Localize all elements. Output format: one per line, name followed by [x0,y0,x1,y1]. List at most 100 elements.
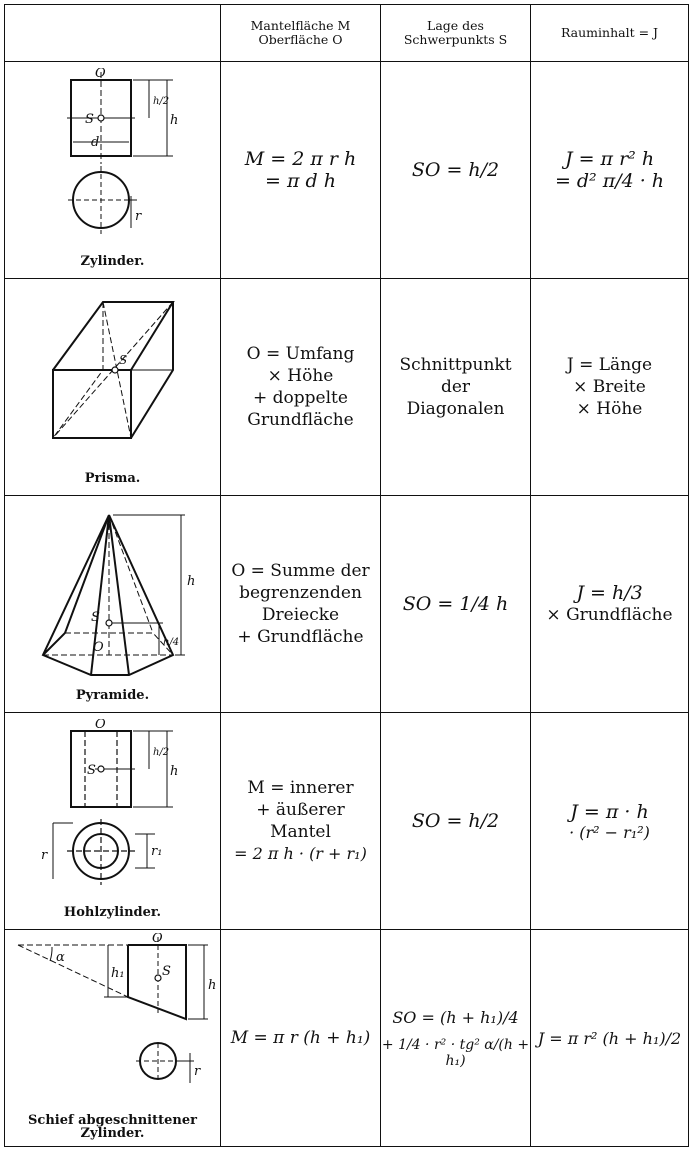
truncated-cylinder-diagram: O S α h₁ h r [17,933,216,1083]
formula-line: · (r² − r₁²) [569,822,650,842]
pyramid-figure-cell: S O h/4 h Pyramide. [4,495,221,713]
prism-diagram: S [51,301,175,439]
label-r: r [135,209,142,224]
header-area-line1: Mantelfläche M [250,18,351,33]
figure-name: Prisma. [84,471,141,486]
formula-line: J = π r² h [564,148,655,170]
volume-cell: J = Länge × Breite × Höhe [530,278,689,496]
text-line: + doppelte [253,388,348,408]
text-line: + Grundfläche [237,627,364,647]
formula-line: J = π r² (h + h₁)/2 [537,1028,682,1048]
figure-name: Hohlzylinder. [63,905,162,920]
label-r: r [194,1064,201,1079]
figure-name: Zylinder. [80,254,145,269]
label-O: O [95,719,106,732]
volume-cell: J = π · h · (r² − r₁²) [530,712,689,930]
text-line: O = Umfang [246,344,355,364]
figure-name: Schief abgeschnittener Zylinder. [5,1114,220,1140]
prism-figure-cell: S Prisma. [4,278,221,496]
text-line: Grundfläche [247,410,354,430]
header-centroid-line1: Lage des [427,18,484,33]
label-S: S [119,353,127,367]
text-line: der [440,377,471,397]
label-h: h [170,113,178,128]
label-h: h [208,978,216,993]
label-S: S [87,763,96,778]
header-empty [4,4,221,62]
figure-name: Pyramide. [75,688,150,703]
text-line: Dreiecke [261,605,340,625]
formula-line: J = π · h [570,800,649,823]
cylinder-diagram: O S d h/2 h r [66,68,178,234]
text-line: J = Länge [566,355,653,375]
label-S: S [85,112,94,127]
formula-line: SO = (h + h₁)/4 [392,1007,519,1027]
label-h-half: h/2 [153,96,169,107]
label-h: h [170,764,178,779]
formula-line: M = 2 π r h [244,148,357,170]
label-h-quarter: h/4 [163,637,179,648]
formula-line: = 2 π h · (r + r₁) [234,844,367,863]
centroid-cell: SO = (h + h₁)/4 + 1/4 · r² · tg² α/(h + … [380,929,531,1147]
figure-name-line1: Schief abgeschnittener [28,1113,197,1128]
area-cell: M = innerer + äußerer Mantel = 2 π h · (… [220,712,381,930]
figure-name-line2: Zylinder. [80,1126,145,1141]
label-O: O [95,68,106,81]
label-S: S [91,610,100,625]
hollow-cylinder-figure-cell: O S h/2 h r r₁ Hohlzylinder. [4,712,221,930]
formula-line: SO = 1/4 h [402,593,509,615]
table-row: O S α h₁ h r Schief abgeschnittener Zyli… [4,929,689,1147]
text-line: × Grundfläche [546,605,673,625]
text-line: Schnittpunkt [399,355,512,375]
label-S: S [162,964,171,979]
formula-line: = d² π/4 · h [554,170,665,192]
volume-cell: J = π r² (h + h₁)/2 [530,929,689,1147]
text-line: + äußerer [256,800,345,820]
volume-cell: J = h/3 × Grundfläche [530,495,689,713]
label-alpha: α [56,950,65,965]
table-row: O S h/2 h r r₁ Hohlzylinder. M = innerer… [4,712,689,930]
text-line: O = Summe der [231,561,370,581]
table-row: S O h/4 h Pyramide. O = Summe der begren… [4,495,689,713]
area-cell: M = π r (h + h₁) [220,929,381,1147]
formula-line: + 1/4 · r² · tg² α/(h + h₁) [381,1036,530,1069]
hollow-cylinder-diagram: O S h/2 h r r₁ [41,719,178,885]
label-O: O [93,640,104,655]
text-line: Mantel [270,822,331,842]
formula-line: SO = h/2 [411,159,500,181]
table-row: S Prisma. O = Umfang × Höhe + doppelte G… [4,278,689,496]
header-centroid: Lage des Schwerpunkts S [380,4,531,62]
formula-line: = π d h [265,170,336,192]
text-line: M = innerer [247,778,354,798]
area-cell: O = Umfang × Höhe + doppelte Grundfläche [220,278,381,496]
centroid-cell: SO = 1/4 h [380,495,531,713]
text-line: begrenzenden [239,583,362,603]
geometry-formula-table: Mantelfläche M Oberfläche O Lage des Sch… [4,4,689,1147]
label-h-half: h/2 [153,747,169,758]
label-r: r [41,848,48,863]
label-r1: r₁ [151,844,162,859]
header-row: Mantelfläche M Oberfläche O Lage des Sch… [4,4,689,62]
centroid-cell: Schnittpunkt der Diagonalen [380,278,531,496]
text-line: × Breite [573,377,646,397]
cylinder-figure-cell: O S d h/2 h r Zylinder. [4,61,221,279]
header-area: Mantelfläche M Oberfläche O [220,4,381,62]
header-area-line2: Oberfläche O [258,32,343,47]
text-line: × Höhe [267,366,334,386]
text-line: × Höhe [576,399,643,419]
label-O: O [152,933,163,946]
formula-line: M = π r (h + h₁) [230,1028,371,1048]
header-centroid-line2: Schwerpunkts S [403,32,508,47]
centroid-cell: SO = h/2 [380,712,531,930]
header-volume: Rauminhalt = J [530,4,689,62]
area-cell: O = Summe der begrenzenden Dreiecke + Gr… [220,495,381,713]
label-h1: h₁ [111,966,125,981]
formula-line: J = h/3 [576,582,643,604]
truncated-cylinder-figure-cell: O S α h₁ h r Schief abgeschnittener Zyli… [4,929,221,1147]
volume-cell: J = π r² h = d² π/4 · h [530,61,689,279]
text-line: Diagonalen [406,399,505,419]
formula-line: SO = h/2 [411,810,500,832]
label-h: h [187,574,195,589]
area-cell: M = 2 π r h = π d h [220,61,381,279]
table-row: O S d h/2 h r Zylinder. M = 2 π r h = π … [4,61,689,279]
